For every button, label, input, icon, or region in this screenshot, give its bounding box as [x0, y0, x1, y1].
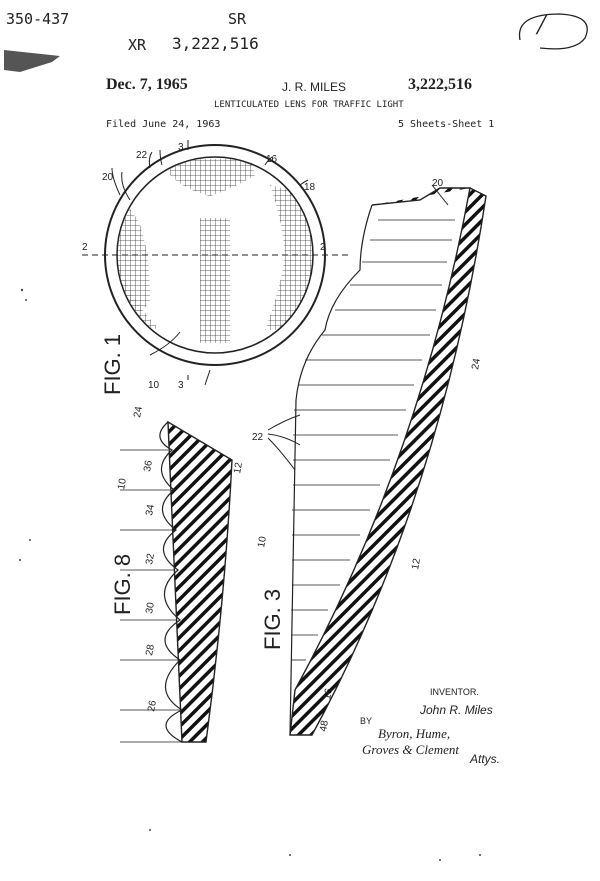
corner-clip-mark: [4, 50, 60, 72]
fig8-ref-28: 28: [144, 643, 157, 656]
inventor-name: John R. Miles: [420, 703, 493, 717]
file-number-stamp: 350-437: [6, 10, 70, 28]
inventor-header: J. R. MILES: [282, 80, 347, 94]
fig8-ref-34: 34: [144, 503, 157, 516]
attorney-signature-2: Groves & Clement: [362, 742, 459, 757]
fig1-ref-22: 22: [136, 150, 148, 161]
fig1-ref-3-bottom: 3: [178, 380, 184, 391]
fig1-ref-20: 20: [102, 172, 114, 183]
fig8-label: FIG. 8: [110, 554, 135, 615]
fig3-ref-12: 12: [410, 557, 423, 570]
fig3-ref-20: 20: [432, 178, 444, 189]
attys-label: Attys.: [470, 752, 501, 766]
fig3-ref-22: 22: [252, 432, 264, 443]
xr-number-stamp: 3,222,516: [172, 34, 259, 53]
fig1-lens-drawing: [82, 140, 348, 386]
fig3-ref-10: 10: [256, 535, 269, 548]
sr-stamp: SR: [228, 10, 247, 28]
scan-specks: [19, 288, 481, 861]
fig3-label: FIG. 3: [260, 589, 285, 650]
fig8-ref-26: 26: [146, 699, 159, 712]
circle-mark: [518, 13, 588, 50]
fig3-ref-16: 16: [322, 687, 335, 700]
filed-date: Filed June 24, 1963: [106, 119, 221, 130]
patent-date: Dec. 7, 1965: [106, 76, 188, 93]
sheet-count: 5 Sheets-Sheet 1: [398, 119, 495, 130]
fig1-ref-16: 16: [266, 154, 278, 165]
fig1-ref-2-left: 2: [82, 242, 88, 253]
circle-mark-text: /: [537, 8, 546, 41]
by-label: BY: [360, 716, 373, 726]
fig1-ref-2-right: 2: [320, 242, 326, 253]
fig8-ref-32: 32: [144, 552, 157, 565]
inventor-label: INVENTOR.: [430, 687, 479, 697]
fig8-ref-30: 30: [144, 601, 157, 614]
xr-stamp: XR: [128, 36, 147, 54]
fig8-ref-36: 36: [142, 459, 155, 472]
attorney-signature-1: Byron, Hume,: [378, 726, 451, 741]
patent-number: 3,222,516: [408, 76, 472, 93]
fig1-ref-3-top: 3: [178, 142, 184, 153]
fig1-ref-18: 18: [304, 182, 316, 193]
fig3-ref-24: 24: [470, 357, 483, 370]
fig8-ref-12: 12: [232, 461, 245, 474]
fig8-ref-24: 24: [132, 405, 145, 418]
fig1-ref-10: 10: [148, 380, 160, 391]
fig3-ref-48: 48: [318, 719, 331, 732]
fig8-ref-10: 10: [116, 477, 129, 490]
fig8-lens-section: [120, 420, 233, 743]
fig3-lens-section: [267, 184, 487, 736]
fig1-label: FIG. 1: [100, 334, 125, 395]
patent-title: LENTICULATED LENS FOR TRAFFIC LIGHT: [214, 100, 404, 110]
